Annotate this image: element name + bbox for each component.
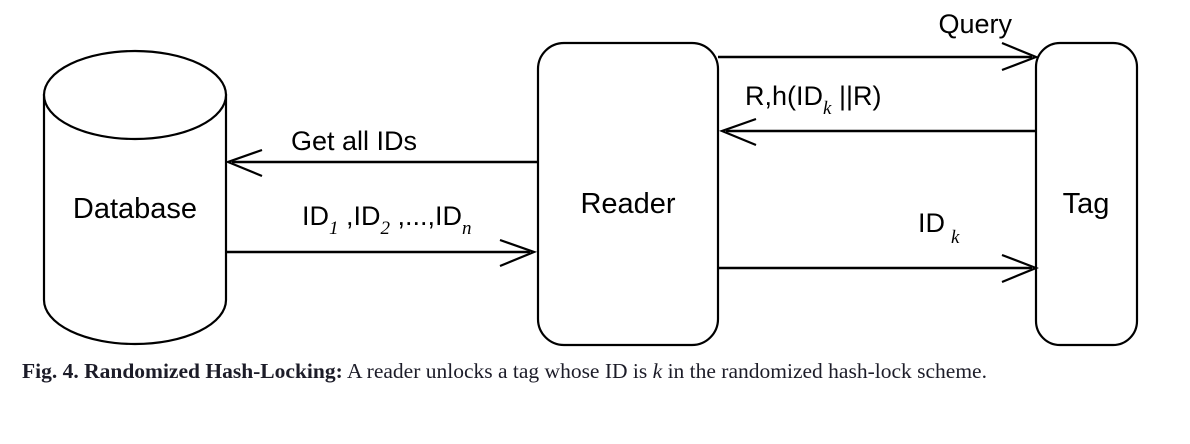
message-label-id-k: ID k	[918, 208, 960, 248]
reader-box	[536, 41, 720, 347]
message-label-random-hash: R,h(IDk ||R)	[745, 81, 881, 119]
message-get-all-ids: Get all IDs	[224, 126, 538, 178]
message-id-k: ID k	[718, 208, 1039, 284]
get-all-ids-arrow-head	[224, 148, 263, 178]
id-list-main-3: ID	[435, 201, 462, 231]
id-k-main: ID	[918, 208, 945, 238]
message-label-query: Query	[938, 9, 1012, 39]
random-hash-arrow-head	[718, 117, 757, 147]
id-list-sub-2: 2	[381, 218, 391, 239]
caption-body-before: A reader unlocks a tag whose ID is	[342, 359, 653, 383]
random-hash-sub: k	[823, 98, 832, 119]
caption-title: Randomized Hash-Locking:	[84, 359, 343, 383]
id-list-arrow-head	[499, 238, 538, 268]
id-k-arrow-head	[1001, 253, 1039, 284]
id-list-sep-1: ,	[339, 201, 354, 231]
database-cylinder-body	[42, 93, 228, 346]
node-database: Database	[42, 49, 228, 346]
message-query: Query	[718, 9, 1039, 72]
database-cylinder-top	[42, 49, 228, 141]
caption-italic-symbol: k	[652, 359, 663, 383]
node-label-database: Database	[73, 193, 197, 225]
node-label-reader: Reader	[580, 188, 675, 220]
message-label-id-list: ID1 ,ID2 ,...,IDn	[302, 201, 472, 239]
message-random-hash: R,h(IDk ||R)	[718, 81, 1036, 147]
node-label-tag: Tag	[1063, 188, 1110, 220]
protocol-sequence-diagram: Database Reader Tag Get all IDs ID1 ,ID2…	[42, 9, 1139, 347]
id-list-sub-3: n	[462, 218, 472, 239]
id-list-sub-1: 1	[329, 218, 339, 239]
random-hash-tail: ||R)	[831, 81, 881, 111]
id-list-main-2: ID	[354, 201, 381, 231]
tag-box	[1034, 41, 1139, 347]
message-id-list: ID1 ,ID2 ,...,IDn	[226, 201, 538, 268]
figure-caption: Fig. 4. Randomized Hash-Locking: A reade…	[22, 356, 1172, 386]
id-list-sep-2: ,...,	[390, 201, 435, 231]
id-list-main-1: ID	[302, 201, 329, 231]
message-label-get-all-ids: Get all IDs	[291, 126, 417, 156]
caption-body-after: in the randomized hash-lock scheme.	[662, 359, 987, 383]
query-arrow-head	[1001, 41, 1039, 72]
node-tag: Tag	[1034, 41, 1139, 347]
random-hash-main: R,h(ID	[745, 81, 823, 111]
node-reader: Reader	[536, 41, 720, 347]
caption-figure-number: Fig. 4.	[22, 359, 79, 383]
id-k-sub: k	[951, 227, 960, 248]
